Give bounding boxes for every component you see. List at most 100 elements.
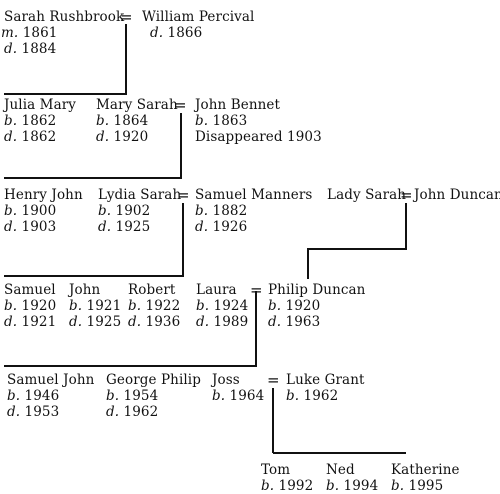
person-ned: Ned b. 1994 <box>326 462 378 494</box>
marker: b. <box>268 298 282 314</box>
person-name: Samuel Manners <box>195 187 313 203</box>
marker: d. <box>268 314 282 330</box>
person-mary-sarah: Mary Sarah b. 1864 d. 1920 <box>96 97 178 145</box>
person-name: Lydia Sarah <box>98 187 182 203</box>
person-name: Katherine <box>391 462 460 478</box>
year: 1900 <box>21 203 57 219</box>
year: 1964 <box>229 388 265 404</box>
year: 1921 <box>21 314 57 330</box>
marker: b. <box>106 388 120 404</box>
marriage-sign: = <box>120 8 133 26</box>
year: 1920 <box>21 298 57 314</box>
marker: b. <box>128 298 142 314</box>
person-john-duncan: John Duncan <box>414 187 500 203</box>
year: 1902 <box>115 203 151 219</box>
person-john-bennet: John Bennet b. 1863 Disappeared 1903 <box>195 97 322 145</box>
person-julia-mary: Julia Mary b. 1862 d. 1862 <box>4 97 76 145</box>
person-name: Julia Mary <box>4 97 77 113</box>
marriage-sign: = <box>267 371 280 389</box>
year: 1946 <box>24 388 60 404</box>
year: 1861 <box>22 25 58 41</box>
marker: d. <box>128 314 142 330</box>
year: 1884 <box>21 41 57 57</box>
person-luke-grant: Luke Grant b. 1962 <box>286 372 365 404</box>
person-samuel-manners: Samuel Manners b. 1882 d. 1926 <box>195 187 312 235</box>
year: 1864 <box>113 113 149 129</box>
year: 1866 <box>167 25 203 41</box>
marker: d. <box>106 404 120 420</box>
year: 1995 <box>408 478 444 494</box>
marker: d. <box>4 219 18 235</box>
year: 1926 <box>212 219 248 235</box>
person-robert: Robert b. 1922 d. 1936 <box>128 282 180 330</box>
person-name: John Bennet <box>195 97 281 113</box>
person-william-percival: William Percival d. 1866 <box>142 9 254 41</box>
marker: b. <box>98 203 112 219</box>
person-lady-sarah: Lady Sarah <box>327 187 406 203</box>
person-name: Sarah Rushbrook <box>4 9 125 25</box>
marker: b. <box>326 478 340 494</box>
person-name: Lady Sarah <box>327 187 407 203</box>
marker: d. <box>195 219 209 235</box>
marker: d. <box>7 404 21 420</box>
marker: b. <box>96 113 110 129</box>
year: 1953 <box>24 404 60 420</box>
person-joss: Joss b. 1964 <box>212 372 264 404</box>
marker: m. <box>1 25 19 41</box>
year: 1920 <box>113 129 149 145</box>
person-john: John b. 1921 d. 1925 <box>69 282 121 330</box>
person-samuel: Samuel b. 1920 d. 1921 <box>4 282 56 330</box>
person-name: Joss <box>212 372 240 388</box>
year: 1862 <box>21 129 57 145</box>
marker: d. <box>98 219 112 235</box>
marker: b. <box>195 203 209 219</box>
year: 1920 <box>285 298 321 314</box>
marker: b. <box>196 298 210 314</box>
person-name: Samuel <box>4 282 56 298</box>
person-name: Mary Sarah <box>96 97 178 113</box>
marker: b. <box>7 388 21 404</box>
year: 1994 <box>343 478 379 494</box>
marker: d. <box>4 129 18 145</box>
marriage-sign: = <box>250 281 263 299</box>
marker: d. <box>196 314 210 330</box>
person-name: Samuel John <box>7 372 95 388</box>
year: 1903 <box>21 219 57 235</box>
marriage-sign: = <box>400 186 413 204</box>
person-henry-john: Henry John b. 1900 d. 1903 <box>4 187 83 235</box>
person-lydia-sarah: Lydia Sarah b. 1902 d. 1925 <box>98 187 181 235</box>
marriage-sign: = <box>177 186 190 204</box>
person-samuel-john: Samuel John b. 1946 d. 1953 <box>7 372 94 420</box>
person-name: Tom <box>261 462 291 478</box>
marker: d. <box>96 129 110 145</box>
year: 1862 <box>21 113 57 129</box>
year: 1962 <box>303 388 339 404</box>
person-name: Ned <box>326 462 355 478</box>
person-name: Luke Grant <box>286 372 365 388</box>
marker: b. <box>286 388 300 404</box>
person-sarah-rushbrook: Sarah Rushbrook m. 1861 d. 1884 <box>1 9 125 57</box>
year: 1936 <box>145 314 181 330</box>
marker: b. <box>4 113 18 129</box>
marker: d. <box>4 41 18 57</box>
year: 1925 <box>86 314 122 330</box>
year: 1992 <box>278 478 314 494</box>
note: Disappeared 1903 <box>195 129 322 145</box>
descent-line-duncan <box>307 203 407 279</box>
person-name: Laura <box>196 282 237 298</box>
year: 1962 <box>123 404 159 420</box>
person-name: John <box>69 282 101 298</box>
person-name: Henry John <box>4 187 83 203</box>
year: 1882 <box>212 203 248 219</box>
person-name: William Percival <box>142 9 255 25</box>
person-katherine: Katherine b. 1995 <box>391 462 460 494</box>
marker: b. <box>4 203 18 219</box>
person-philip-duncan: Philip Duncan b. 1920 d. 1963 <box>268 282 365 330</box>
marker: b. <box>261 478 275 494</box>
year: 1863 <box>212 113 248 129</box>
person-tom: Tom b. 1992 <box>261 462 313 494</box>
person-laura: Laura b. 1924 d. 1989 <box>196 282 248 330</box>
person-name: Philip Duncan <box>268 282 366 298</box>
year: 1989 <box>213 314 249 330</box>
person-george-philip: George Philip b. 1954 d. 1962 <box>106 372 201 420</box>
